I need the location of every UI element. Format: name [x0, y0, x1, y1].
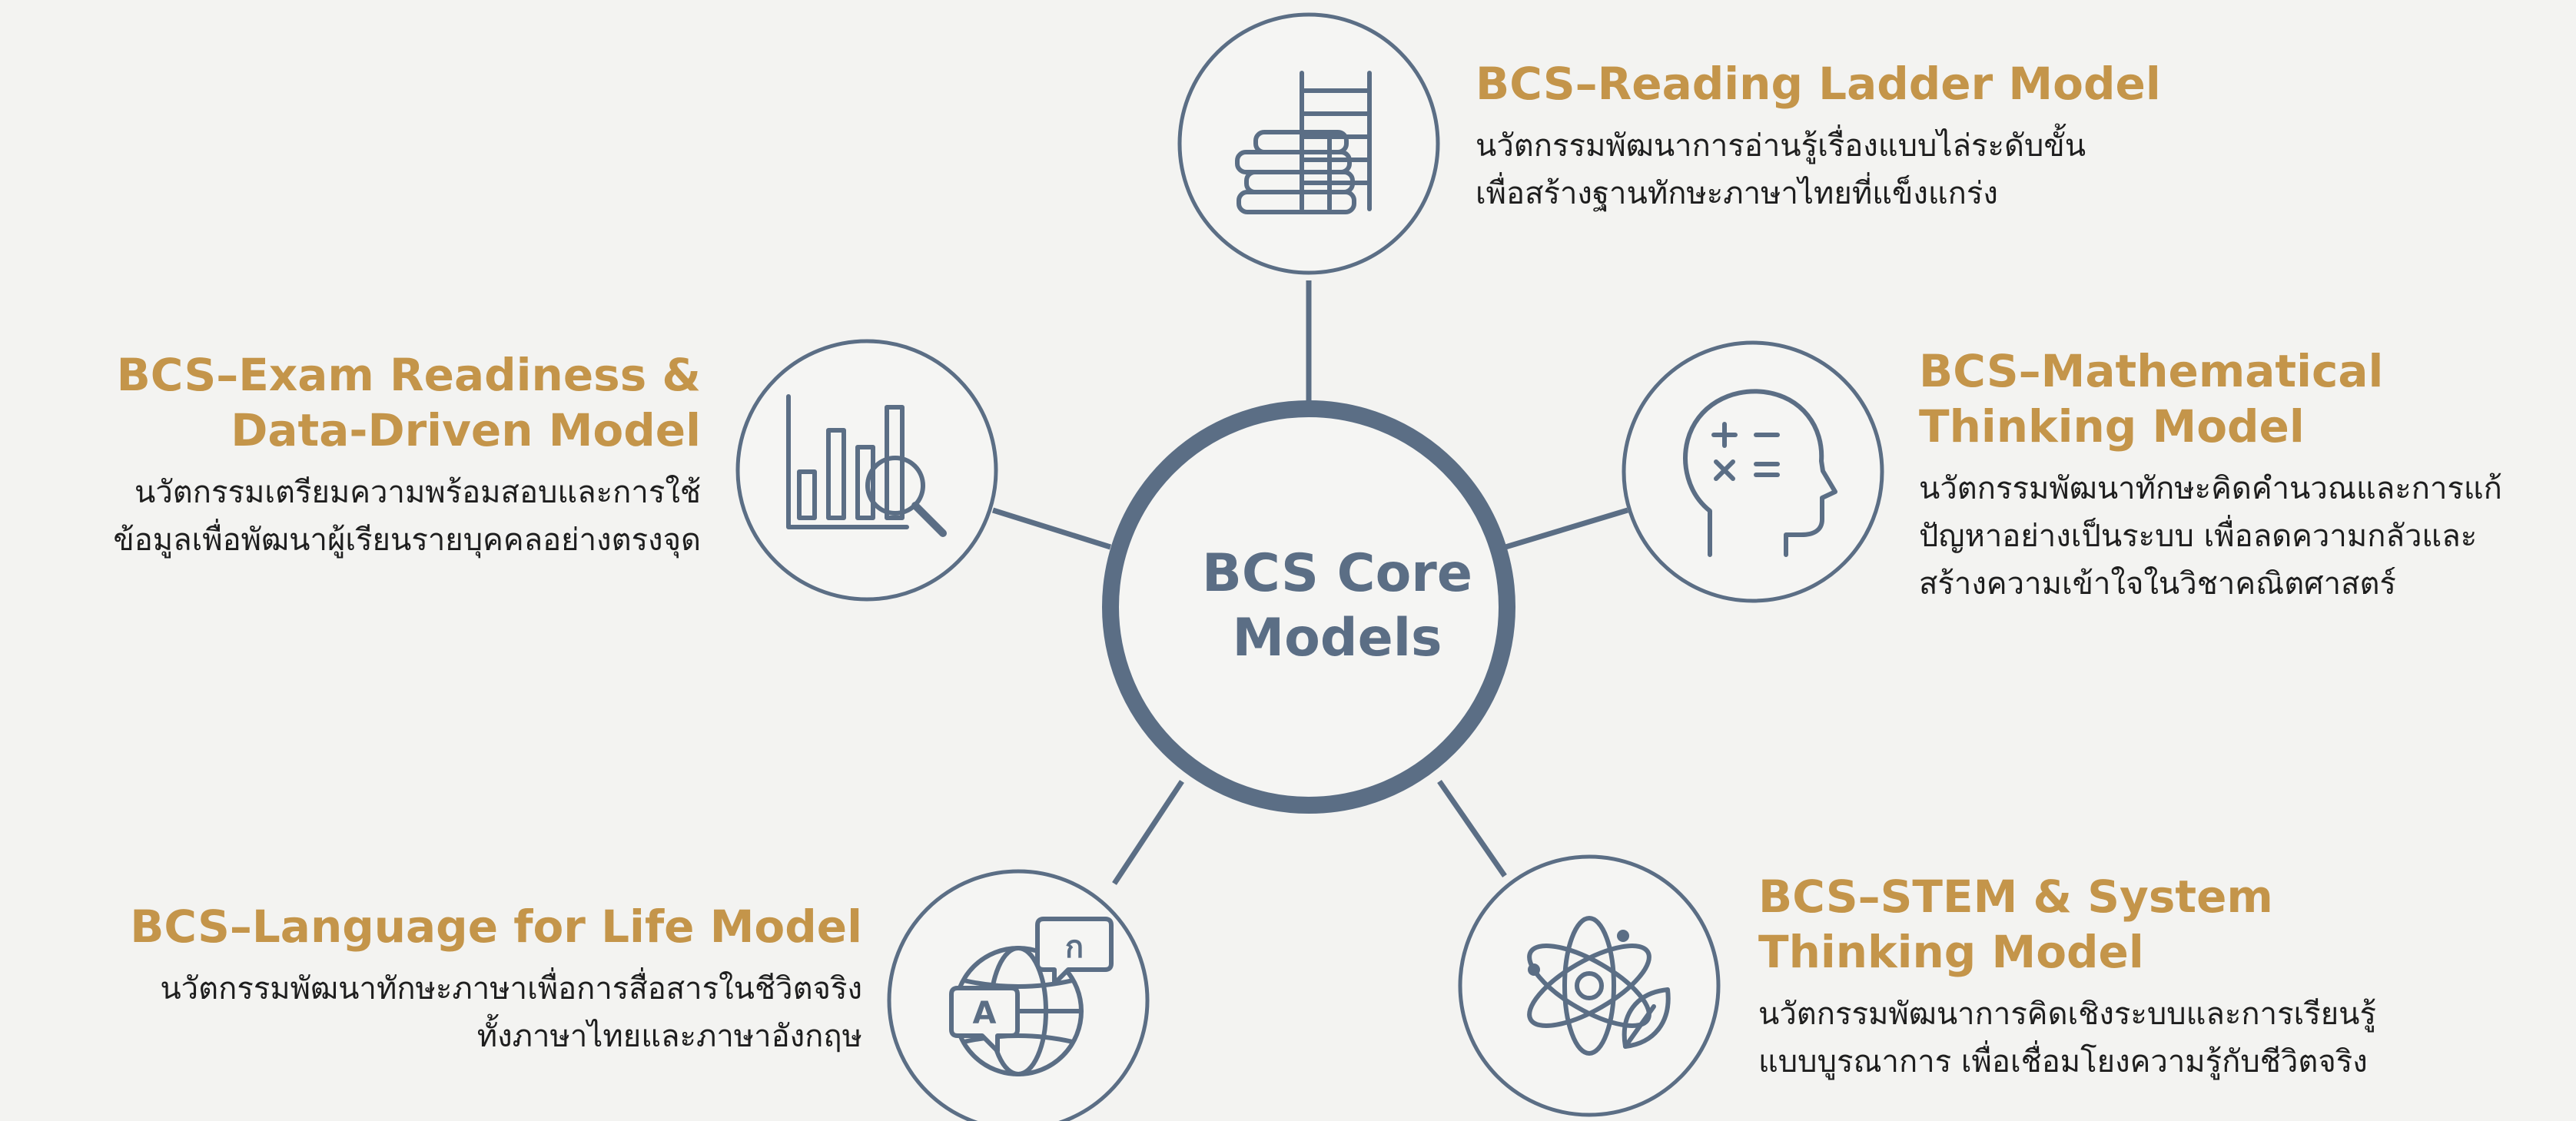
- exam-model-block: BCS–Exam Readiness & Data-Driven Model น…: [113, 347, 701, 564]
- core-title-line-2: Models: [1232, 608, 1442, 668]
- chart-magnifier-icon: [786, 394, 947, 537]
- stem-model-block: BCS–STEM & System Thinking Model นวัตกรร…: [1758, 869, 2376, 1086]
- reading-model-description: นวัตกรรมพัฒนาการอ่านรู้เรื่องแบบไล่ระดับ…: [1476, 122, 2161, 217]
- exam-node: [735, 339, 998, 602]
- reading-model-title: BCS–Reading Ladder Model: [1476, 56, 2161, 111]
- math-title-line-1: BCS–Mathematical: [1919, 345, 2384, 397]
- connector-stem: [1437, 780, 1507, 877]
- language-desc-line-1: นวัตกรรมพัฒนาทักษะภาษาเพื่อการสื่อสารในช…: [160, 971, 862, 1007]
- language-node: ก A: [887, 869, 1150, 1121]
- exam-model-title: BCS–Exam Readiness & Data-Driven Model: [113, 347, 701, 458]
- reading-title-line-1: BCS–Reading Ladder Model: [1476, 58, 2161, 110]
- connector-language: [1112, 780, 1184, 885]
- ladder-books-icon: [1235, 71, 1372, 214]
- exam-title-line-1: BCS–Exam Readiness &: [116, 349, 701, 401]
- language-model-description: นวัตกรรมพัฒนาทักษะภาษาเพื่อการสื่อสารในช…: [130, 965, 862, 1060]
- stem-title-line-1: BCS–STEM & System: [1758, 871, 2273, 923]
- math-model-title: BCS–Mathematical Thinking Model: [1919, 343, 2502, 454]
- latin-glyph: A: [973, 996, 997, 1031]
- thai-glyph: ก: [1065, 930, 1084, 965]
- atom-leaf-icon: [1527, 916, 1671, 1056]
- reading-desc-line-2: เพื่อสร้างฐานทักษะภาษาไทยที่แข็งแกร่ง: [1476, 176, 1998, 211]
- math-icon-circle: [1622, 340, 1884, 603]
- connector-exam: [991, 507, 1112, 550]
- math-title-line-2: Thinking Model: [1919, 400, 2305, 453]
- head-math-icon: [1683, 389, 1837, 557]
- stem-desc-line-2: แบบบูรณาการ เพื่อเชื่อมโยงความรู้กับชีวิ…: [1758, 1044, 2368, 1080]
- exam-title-line-2: Data-Driven Model: [231, 404, 701, 456]
- stem-model-description: นวัตกรรมพัฒนาการคิดเชิงระบบและการเรียนรู…: [1758, 990, 2376, 1086]
- exam-icon-circle: [735, 339, 998, 602]
- stem-model-title: BCS–STEM & System Thinking Model: [1758, 869, 2376, 980]
- reading-desc-line-1: นวัตกรรมพัฒนาการอ่านรู้เรื่องแบบไล่ระดับ…: [1476, 128, 2086, 164]
- language-model-block: BCS–Language for Life Model นวัตกรรมพัฒน…: [130, 899, 862, 1060]
- core-title: BCS Core Models: [1168, 542, 1506, 671]
- math-desc-line-2: ปัญหาอย่างเป็นระบบ เพื่อลดความกลัวและ: [1919, 519, 2478, 554]
- math-model-block: BCS–Mathematical Thinking Model นวัตกรรม…: [1919, 343, 2502, 608]
- exam-desc-line-1: นวัตกรรมเตรียมความพร้อมสอบและการใช้: [134, 475, 701, 510]
- connector-math: [1504, 507, 1629, 550]
- reading-icon-circle: [1177, 12, 1440, 275]
- stem-title-line-2: Thinking Model: [1758, 926, 2144, 978]
- language-title-line-1: BCS–Language for Life Model: [130, 900, 862, 953]
- math-model-description: นวัตกรรมพัฒนาทักษะคิดคำนวณและการแก้ ปัญห…: [1919, 465, 2502, 608]
- exam-model-description: นวัตกรรมเตรียมความพร้อมสอบและการใช้ ข้อม…: [113, 469, 701, 564]
- stem-node: [1458, 854, 1721, 1117]
- core-title-line-1: BCS Core: [1202, 543, 1472, 604]
- reading-node: [1177, 12, 1440, 275]
- reading-model-block: BCS–Reading Ladder Model นวัตกรรมพัฒนากา…: [1476, 56, 2161, 217]
- stem-desc-line-1: นวัตกรรมพัฒนาการคิดเชิงระบบและการเรียนรู…: [1758, 997, 2377, 1032]
- globe-speech-icon: ก A: [949, 917, 1114, 1076]
- exam-desc-line-2: ข้อมูลเพื่อพัฒนาผู้เรียนรายบุคคลอย่างตรง…: [113, 522, 701, 558]
- math-desc-line-3: สร้างความเข้าใจในวิชาคณิตศาสตร์: [1919, 566, 2396, 602]
- language-model-title: BCS–Language for Life Model: [130, 899, 862, 954]
- language-desc-line-2: ทั้งภาษาไทยและภาษาอังกฤษ: [476, 1019, 862, 1054]
- stem-icon-circle: [1458, 854, 1721, 1117]
- core-circle: [1102, 400, 1515, 814]
- math-node: [1622, 340, 1884, 603]
- math-desc-line-1: นวัตกรรมพัฒนาทักษะคิดคำนวณและการแก้: [1919, 471, 2502, 506]
